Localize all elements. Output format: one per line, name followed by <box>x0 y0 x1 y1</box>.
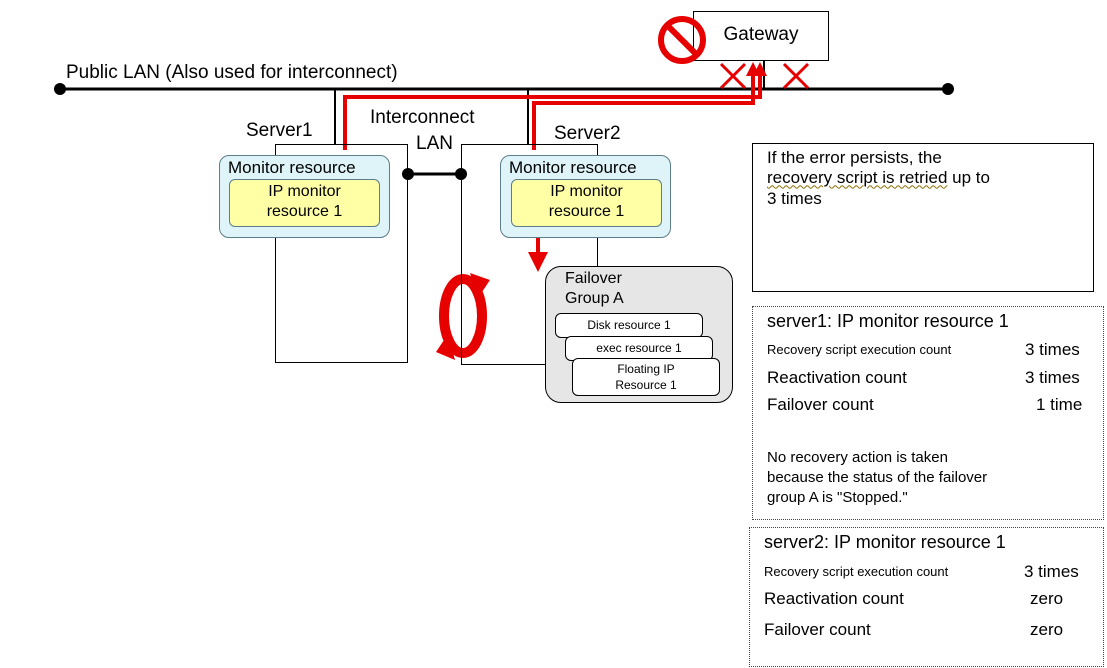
server2-route-path <box>532 73 755 150</box>
floating-ip-resource: Floating IP Resource 1 <box>572 358 720 396</box>
server2-box <box>461 144 598 365</box>
server1-status-title: server1: IP monitor resource 1 <box>767 311 1009 331</box>
server2-reactivation-label: Reactivation count <box>764 589 904 608</box>
server1-box <box>275 144 408 363</box>
public-lan-label: Public LAN (Also used for interconnect) <box>66 62 398 83</box>
server1-monitor-title: Monitor resource <box>228 158 356 177</box>
server1-ip-monitor-line1: IP monitor <box>268 183 341 200</box>
retry-note-box: If the error persists, the recovery scri… <box>752 143 1094 292</box>
server1-reactivation-value: 3 times <box>1025 368 1080 387</box>
server2-ip-monitor-resource: IP monitor resource 1 <box>511 179 662 227</box>
cross-mark-icon <box>782 62 810 90</box>
circular-arrows-icon <box>436 273 490 360</box>
prohibited-icon <box>658 16 706 64</box>
down-arrow-icon <box>528 252 548 272</box>
retry-note-line2: recovery script is retried up to <box>767 168 1093 188</box>
floating-ip-line1: Floating IP <box>617 362 675 376</box>
server1-route-path <box>343 73 762 150</box>
interconnect-label-line2: LAN <box>416 133 453 154</box>
interconnect-label-line1: Interconnect <box>370 107 475 128</box>
server2-status-title: server2: IP monitor resource 1 <box>764 532 1006 552</box>
floating-ip-line2: Resource 1 <box>615 378 677 392</box>
interconnect-endpoint-server1 <box>402 168 414 180</box>
server2-ip-monitor-line2: resource 1 <box>548 203 625 220</box>
server1-recovery-label: Recovery script execution count <box>767 342 952 357</box>
server1-label: Server1 <box>246 120 313 141</box>
failover-group-title-line1: Failover <box>565 270 622 287</box>
exec-resource-label: exec resource 1 <box>596 341 682 355</box>
server2-recovery-label: Recovery script execution count <box>764 564 949 579</box>
disk-resource: Disk resource 1 <box>555 313 703 338</box>
server1-failover-value: 1 time <box>1036 395 1083 414</box>
server2-label: Server2 <box>554 123 621 144</box>
cross-mark-icon <box>719 62 747 90</box>
server1-status-panel: server1: IP monitor resource 1 Recovery … <box>752 306 1104 520</box>
gateway-box: Gateway <box>693 11 829 61</box>
server1-ip-monitor-line2: resource 1 <box>266 203 343 220</box>
server2-status-panel: server2: IP monitor resource 1 Recovery … <box>749 527 1104 667</box>
disk-resource-label: Disk resource 1 <box>587 318 671 332</box>
server1-status-note-line2: because the status of the failover <box>767 469 988 486</box>
retry-note-underlined: recovery script is retried <box>767 168 948 188</box>
gateway-label: Gateway <box>723 24 799 45</box>
server1-reactivation-label: Reactivation count <box>767 368 907 387</box>
server2-failover-value: zero <box>1030 620 1064 639</box>
server1-recovery-value: 3 times <box>1025 340 1080 359</box>
server2-monitor-title: Monitor resource <box>509 158 637 177</box>
server1-status-note-line1: No recovery action is taken <box>767 449 948 466</box>
exec-resource: exec resource 1 <box>565 336 713 361</box>
up-arrow-icon <box>753 62 767 76</box>
server2-reactivation-value: zero <box>1030 589 1064 608</box>
server2-ip-monitor-line1: IP monitor <box>550 183 623 200</box>
lan-endpoint-right <box>942 83 954 95</box>
failover-group-title-line2: Group A <box>565 290 624 307</box>
server2-failover-label: Failover count <box>764 620 871 639</box>
server2-recovery-value: 3 times <box>1024 562 1079 581</box>
retry-note-suffix: up to <box>947 168 990 188</box>
server1-status-note-line3: group A is "Stopped." <box>767 489 908 506</box>
retry-note-line1: If the error persists, the <box>767 148 942 167</box>
lan-endpoint-left <box>54 83 66 95</box>
server1-ip-monitor-resource: IP monitor resource 1 <box>229 179 380 227</box>
retry-note-line3: 3 times <box>767 188 822 208</box>
server1-failover-label: Failover count <box>767 395 874 414</box>
